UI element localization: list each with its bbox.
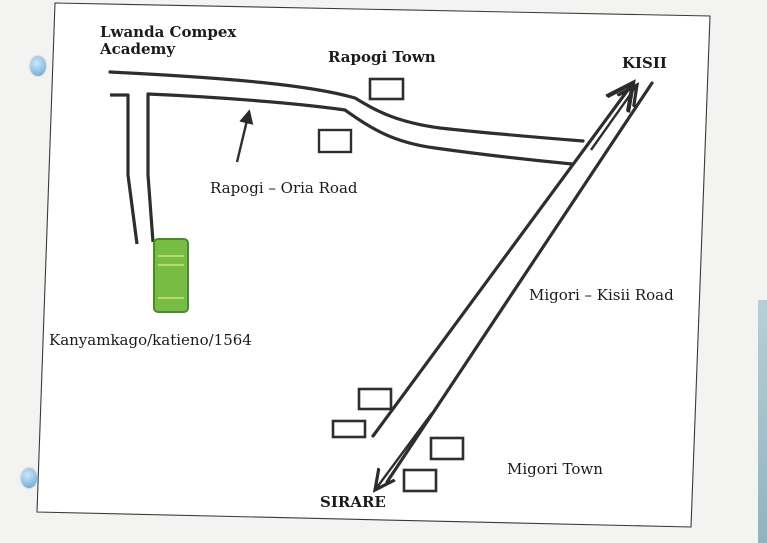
- access-road-right-edge: [146, 94, 155, 243]
- rapogi-oria-road-lower-edge: [146, 92, 574, 166]
- migori-kisii-road-left-edge: [371, 83, 633, 438]
- scan-edge-strip: [758, 300, 767, 543]
- north-arrow-icon: [235, 109, 254, 163]
- kisii-lane-arrow: [590, 85, 637, 151]
- label-rapogi-oria-road: Rapogi – Oria Road: [210, 179, 358, 197]
- access-road-left-edge: [110, 93, 139, 245]
- label-plot: Kanyamkago/katieno/1564: [49, 331, 252, 349]
- building-migori-1: [357, 387, 393, 411]
- building-migori-4: [402, 468, 438, 493]
- label-migori-kisii-road: Migori – Kisii Road: [529, 286, 674, 304]
- building-rapogi-2: [317, 128, 353, 154]
- building-migori-3: [429, 436, 465, 461]
- land-parcel: [153, 238, 189, 313]
- label-kisii: KISII: [622, 54, 667, 72]
- punch-hole-icon: [21, 468, 37, 488]
- label-rapogi-town: Rapogi Town: [328, 48, 436, 66]
- building-rapogi-1: [368, 77, 405, 101]
- sirare-lane-arrow: [375, 412, 433, 490]
- rapogi-oria-road-upper-edge: [108, 70, 585, 143]
- label-school: Lwanda Compex Academy: [100, 23, 237, 59]
- label-sirare: SIRARE: [320, 493, 386, 511]
- punch-hole-icon: [30, 56, 46, 76]
- label-migori-town: Migori Town: [507, 460, 603, 478]
- paper-sheet: [36, 2, 711, 528]
- building-migori-2: [331, 419, 367, 439]
